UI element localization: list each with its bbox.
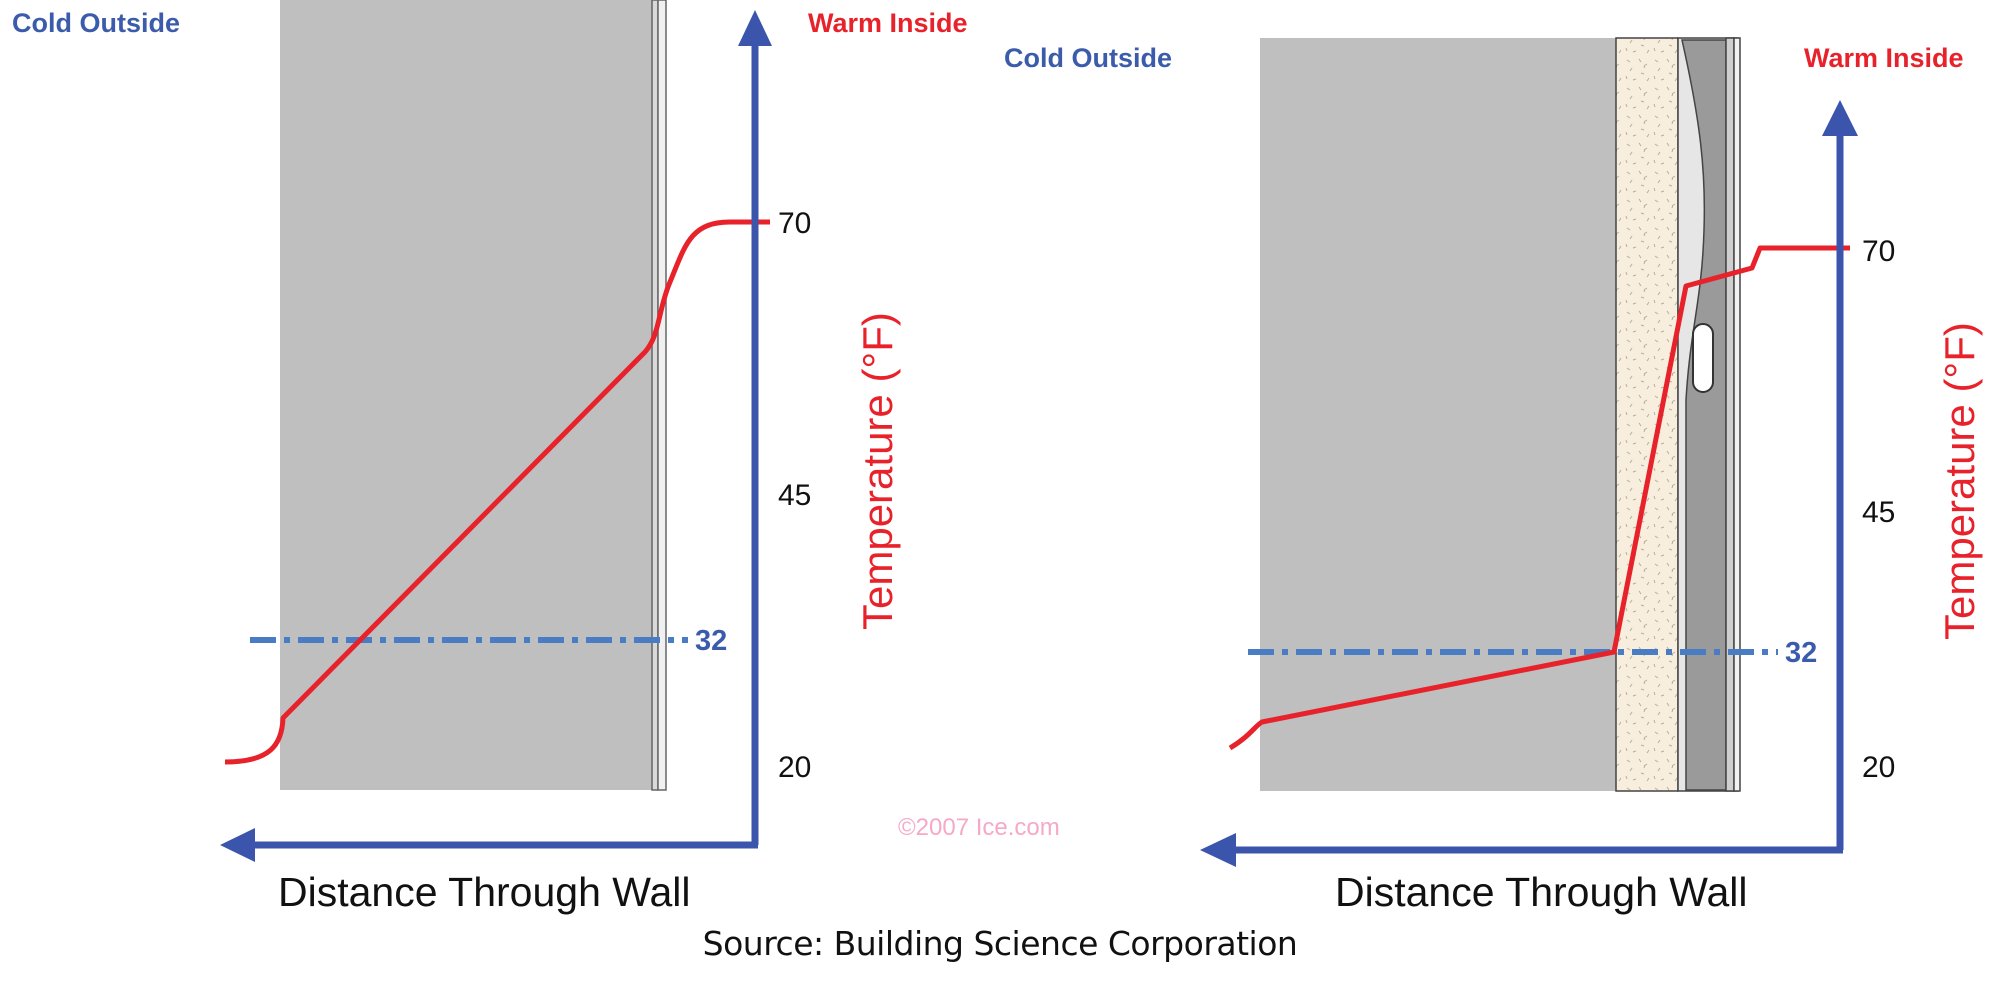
left-y-axis-title: Temperature (°F) <box>854 312 901 630</box>
right-mortar-background <box>1260 38 1616 791</box>
left-tick-20: 20 <box>778 751 811 784</box>
left-cold-outside-label: Cold Outside <box>12 8 180 38</box>
left-diagram: 32 70 45 20 Temperature (°F) Distance Th… <box>12 0 968 915</box>
left-wall-edge <box>651 0 659 791</box>
right-insulation-layer <box>1615 37 1679 792</box>
right-cold-outside-label: Cold Outside <box>1004 43 1172 73</box>
left-mortar-background <box>280 0 652 790</box>
left-warm-inside-label: Warm Inside <box>808 8 968 38</box>
left-x-axis-title: Distance Through Wall <box>278 869 690 915</box>
right-interior-finish <box>1733 37 1741 792</box>
right-freezing-label: 32 <box>1785 637 1817 669</box>
right-tick-70: 70 <box>1862 235 1895 268</box>
left-x-axis-arrowhead <box>220 828 255 862</box>
right-drywall <box>1725 37 1735 792</box>
right-tick-45: 45 <box>1862 496 1895 529</box>
left-temperature-profile <box>224 219 770 765</box>
right-diagram: 32 70 45 20 Temperature (°F) Distance Th… <box>1004 37 1983 915</box>
right-brick-wall <box>1260 38 1616 791</box>
right-stud-knockout <box>1692 323 1714 393</box>
left-brick-wall <box>280 0 652 790</box>
left-tick-70: 70 <box>778 207 811 240</box>
left-y-axis-arrowhead <box>738 10 772 46</box>
right-steel-stud <box>1681 39 1727 791</box>
right-x-axis-arrowhead <box>1200 833 1236 867</box>
left-freezing-label: 32 <box>695 625 727 657</box>
right-warm-inside-label: Warm Inside <box>1804 43 1964 73</box>
right-tick-20: 20 <box>1862 751 1895 784</box>
copyright-watermark: ©2007 Ice.com <box>898 814 1060 841</box>
right-temperature-profile <box>1228 245 1850 751</box>
left-tick-45: 45 <box>778 479 811 512</box>
right-y-axis-title: Temperature (°F) <box>1936 322 1983 640</box>
right-y-axis-arrowhead <box>1822 100 1858 136</box>
right-x-axis-title: Distance Through Wall <box>1335 869 1747 915</box>
source-caption: Source: Building Science Corporation <box>702 924 1298 963</box>
left-wall-finish <box>657 0 667 791</box>
